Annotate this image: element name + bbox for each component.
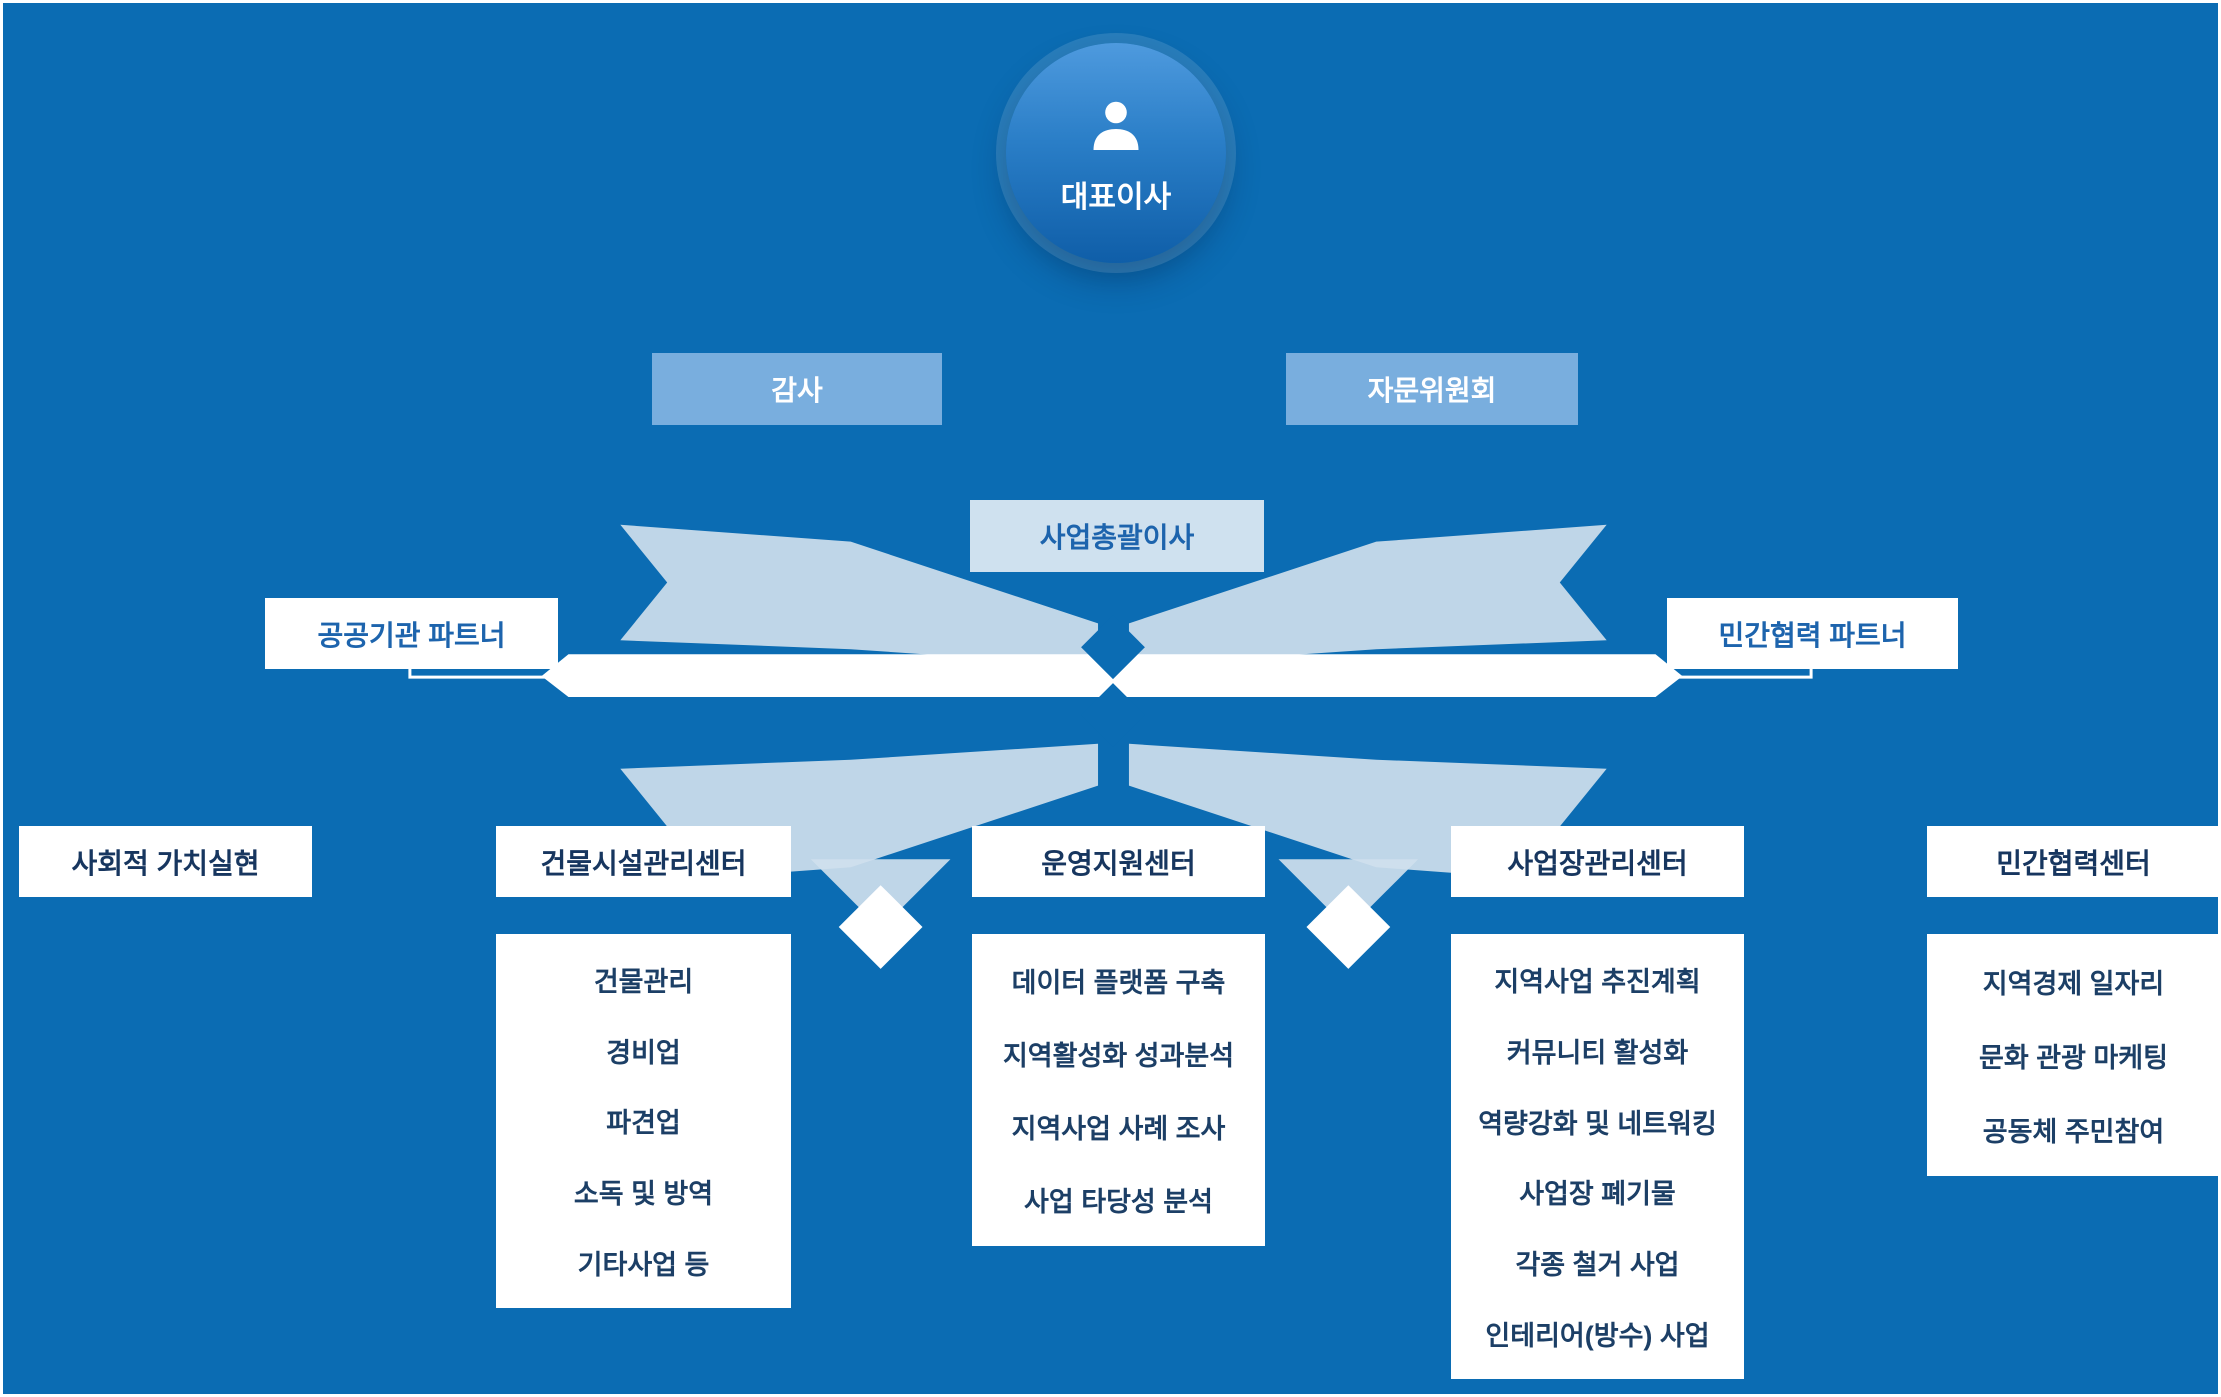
box-social-value: 사회적 가치실현 (19, 826, 312, 897)
box-operation-center: 운영지원센터 (972, 826, 1265, 897)
operation-center-label: 운영지원센터 (1041, 847, 1196, 879)
list-site-center: 지역사업 추진계획 커뮤니티 활성화 역량강화 및 네트워킹 사업장 폐기물 각… (1451, 934, 1744, 1379)
partner-public-box: 공공기관 파트너 (265, 598, 558, 669)
list-item: 문화 관광 마케팅 (1979, 1042, 2168, 1073)
list-item: 역량강화 및 네트워킹 (1478, 1108, 1717, 1139)
list-building-center: 건물관리 경비업 파견업 소독 및 방역 기타사업 등 (496, 934, 791, 1308)
list-item: 각종 철거 사업 (1515, 1250, 1680, 1281)
audit-box: 감사 (652, 353, 942, 425)
list-item: 지역사업 추진계획 (1494, 966, 1701, 997)
list-item: 지역경제 일자리 (1982, 968, 2165, 999)
advisory-box: 자문위원회 (1286, 353, 1578, 425)
private-center-label: 민간협력센터 (1996, 847, 2151, 879)
site-center-label: 사업장관리센터 (1507, 847, 1688, 879)
social-value-label: 사회적 가치실현 (71, 847, 260, 879)
advisory-label: 자문위원회 (1367, 375, 1497, 406)
partner-public-label: 공공기관 파트너 (317, 619, 506, 651)
list-item: 커뮤니티 활성화 (1506, 1037, 1689, 1068)
list-item: 사업장 폐기물 (1519, 1179, 1676, 1210)
audit-label: 감사 (771, 375, 823, 406)
org-chart: 대표이사 감사 자문위원회 사업총괄이사 공공기관 파트너 민간협력 파트너 사… (3, 3, 2218, 1394)
list-item: 데이터 플랫폼 구축 (1011, 968, 1226, 998)
list-operation-center: 데이터 플랫폼 구축 지역활성화 성과분석 지역사업 사례 조사 사업 타당성 … (972, 934, 1265, 1246)
list-private-center: 지역경제 일자리 문화 관광 마케팅 공동체 주민참여 (1927, 934, 2218, 1176)
list-item: 기타사업 등 (577, 1250, 710, 1281)
ceo-node: 대표이사 (1006, 43, 1226, 263)
list-item: 지역활성화 성과분석 (1002, 1041, 1235, 1071)
partner-private-box: 민간협력 파트너 (1667, 598, 1958, 669)
director-label: 사업총괄이사 (1039, 522, 1195, 553)
list-item: 소독 및 방역 (573, 1179, 714, 1210)
director-box: 사업총괄이사 (970, 500, 1264, 572)
partner-private-label: 민간협력 파트너 (1718, 619, 1907, 651)
box-building-center: 건물시설관리센터 (496, 826, 791, 897)
list-item: 파견업 (606, 1108, 681, 1139)
list-item: 사업 타당성 분석 (1024, 1187, 1213, 1217)
list-item: 건물관리 (593, 966, 694, 997)
list-item: 경비업 (606, 1037, 681, 1068)
box-private-center: 민간협력센터 (1927, 826, 2218, 897)
list-item: 공동체 주민참여 (1982, 1116, 2165, 1147)
box-site-center: 사업장관리센터 (1451, 826, 1744, 897)
list-item: 지역사업 사례 조사 (1011, 1114, 1226, 1144)
building-center-label: 건물시설관리센터 (540, 847, 747, 879)
ceo-label: 대표이사 (1060, 181, 1172, 214)
list-item: 인테리어(방수) 사업 (1485, 1321, 1710, 1352)
person-icon (1093, 101, 1139, 150)
